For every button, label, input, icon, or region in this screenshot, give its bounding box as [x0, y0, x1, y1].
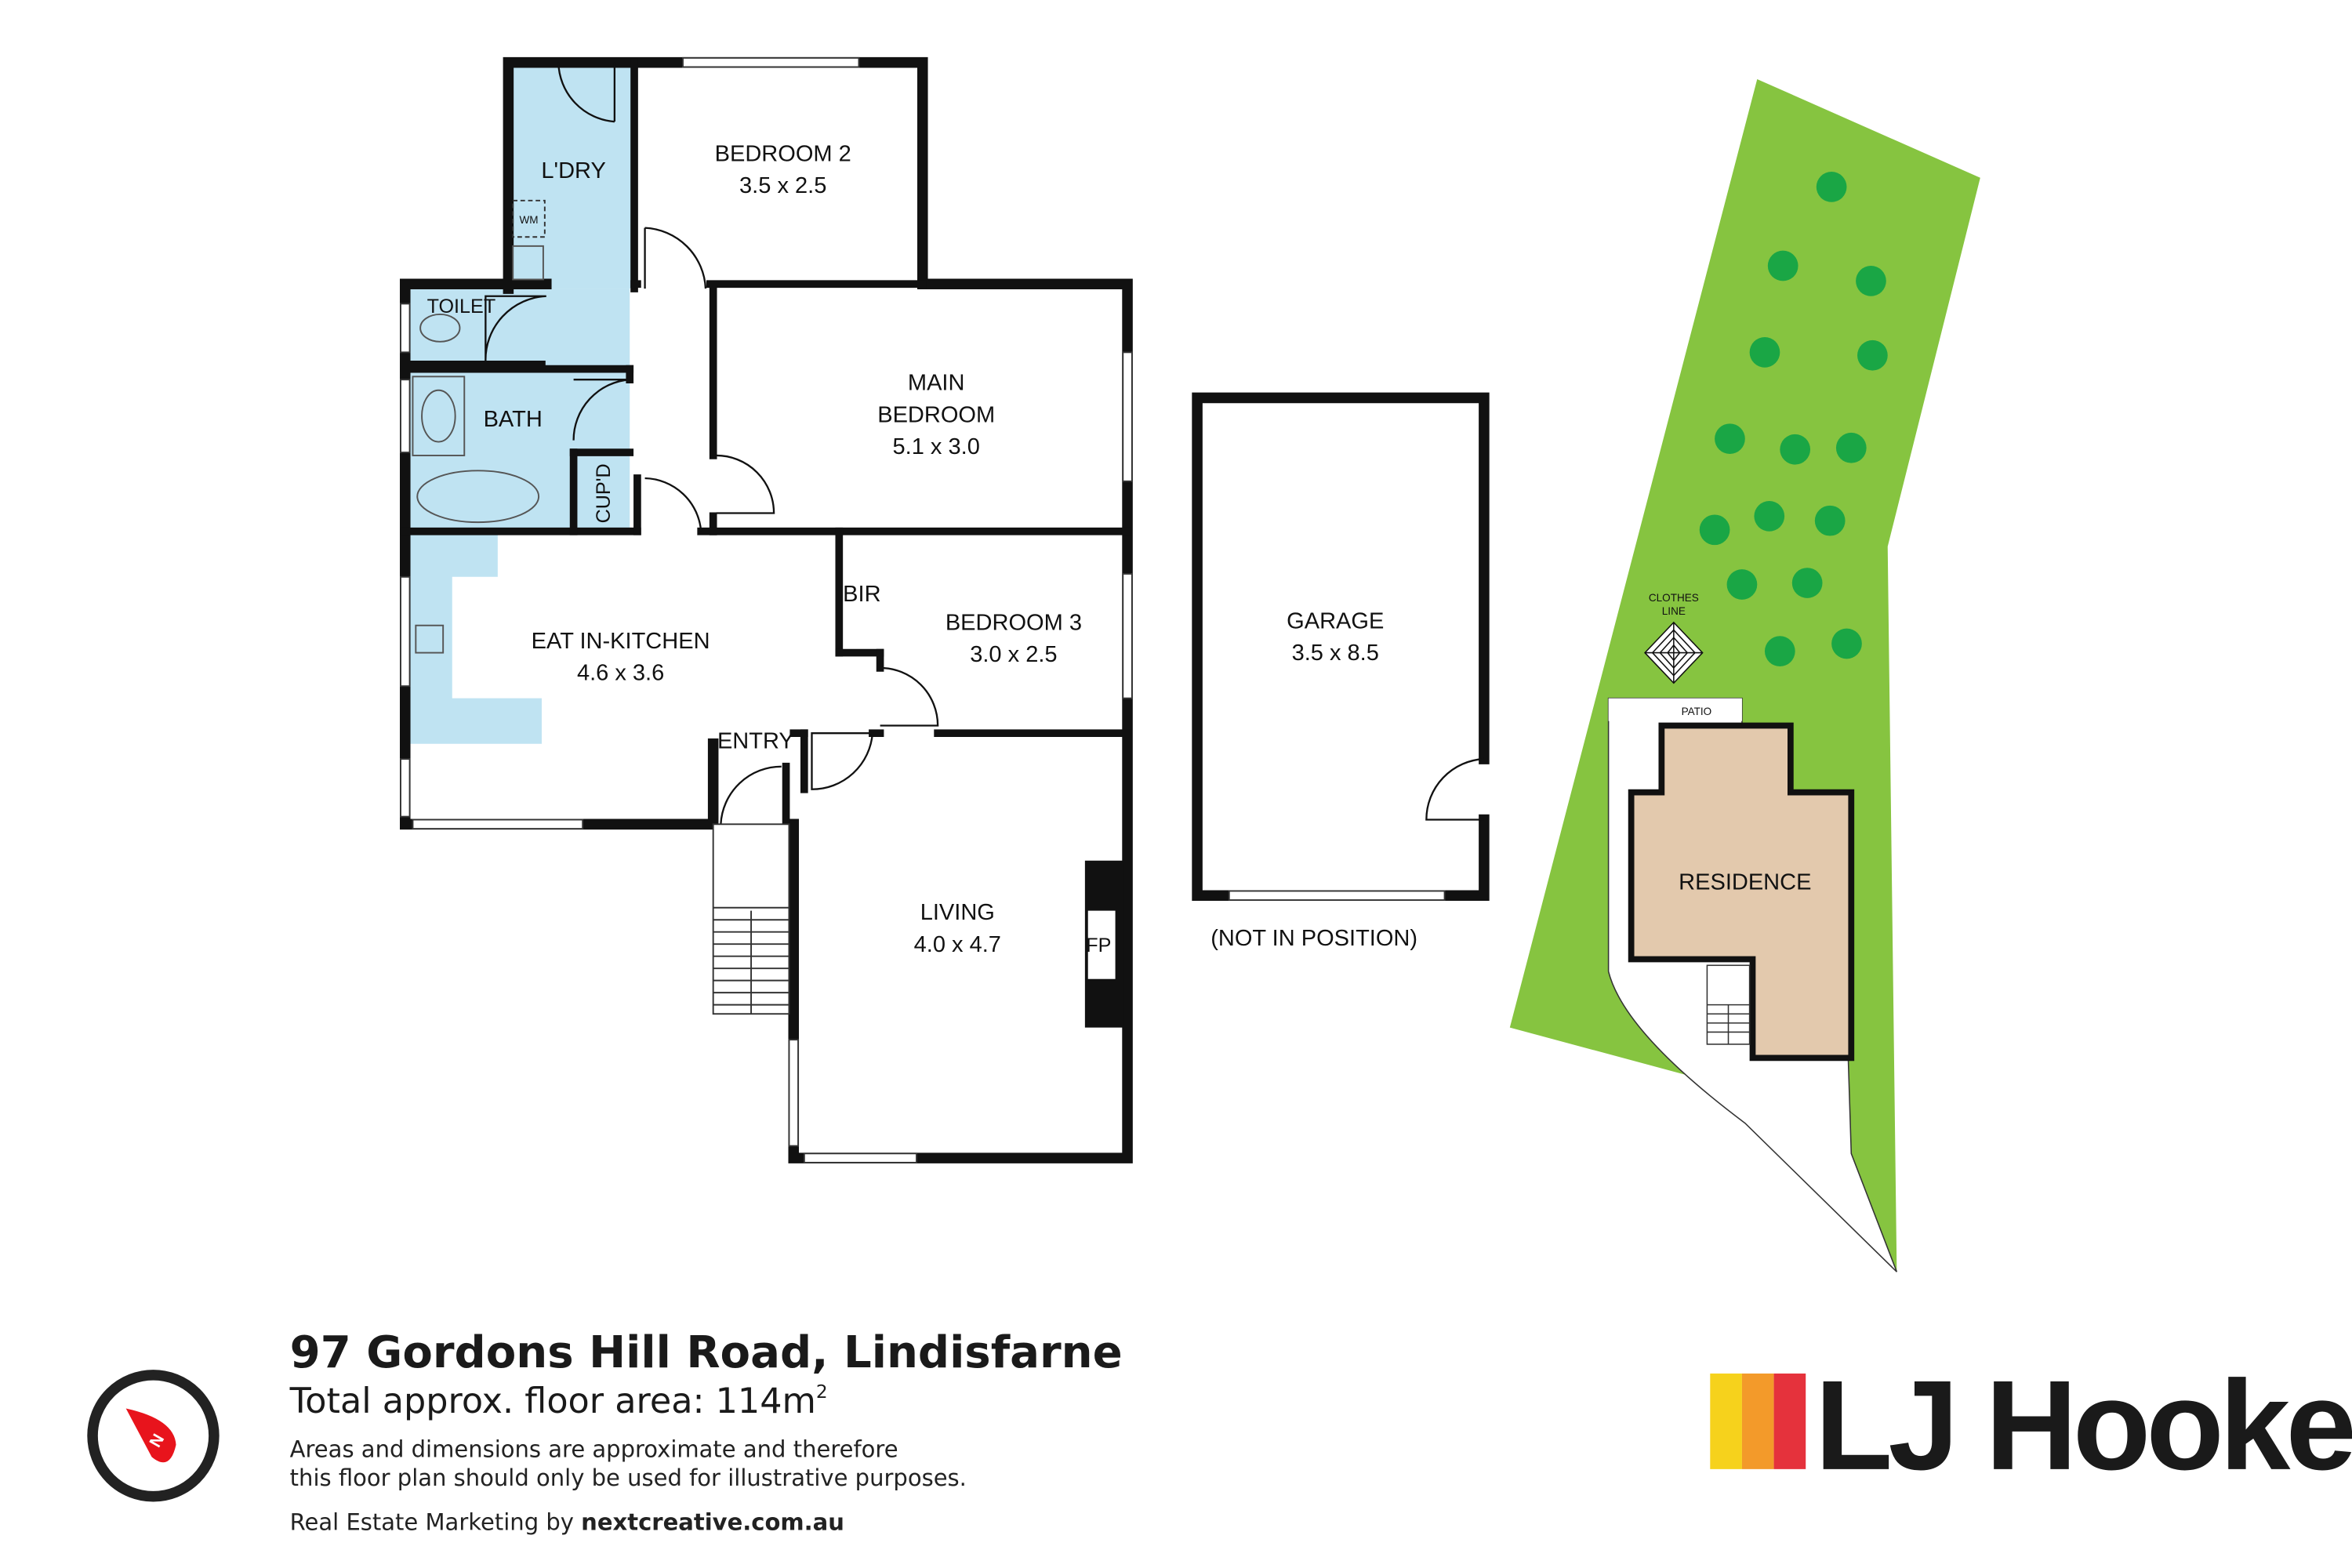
garage-label: GARAGE	[1287, 609, 1384, 634]
tree	[1715, 423, 1745, 455]
wm-label: WM	[519, 214, 538, 226]
tree	[1764, 636, 1795, 666]
doors	[485, 62, 939, 825]
marketing-site-link[interactable]: nextcreative.com.au	[581, 1508, 844, 1535]
brand-name: LJ Hooker	[1815, 1355, 2352, 1497]
residence-label: RESIDENCE	[1679, 870, 1811, 895]
toilet-icon	[419, 313, 461, 343]
bedroom3-label: BEDROOM 3	[946, 611, 1082, 636]
bedroom2-size: 3.5 x 2.5	[739, 173, 826, 198]
windows	[400, 56, 1133, 1163]
site-stairs-icon	[1706, 964, 1751, 1045]
tree	[1780, 434, 1811, 465]
toilet-label: TOILET	[427, 296, 496, 318]
washing-machine-icon	[512, 199, 546, 238]
residence	[1628, 722, 1855, 1062]
kitchen-size: 4.6 x 3.6	[577, 660, 664, 685]
tree	[1835, 432, 1867, 463]
floor-area: Total approx. floor area: 114m2	[289, 1381, 828, 1421]
garage: GARAGE 3.5 x 8.5 (NOT IN POSITION)	[1192, 392, 1490, 951]
bedroom2-label: BEDROOM 2	[715, 141, 851, 166]
vanity-icon	[412, 376, 466, 456]
tree	[1754, 501, 1785, 532]
tree	[1767, 250, 1798, 281]
cupboard-label: CUP'D	[593, 463, 615, 523]
tree	[1726, 569, 1758, 600]
room-labels: L'DRY BEDROOM 2 3.5 x 2.5 TOILET BATH CU…	[427, 141, 1112, 956]
patio	[1608, 698, 1742, 721]
patio-label: PATIO	[1682, 706, 1712, 717]
garage-size: 3.5 x 8.5	[1292, 641, 1379, 666]
tree	[1791, 568, 1823, 598]
main-bedroom-size: 5.1 x 3.0	[893, 434, 980, 459]
floor-area-sup: 2	[816, 1381, 828, 1403]
laundry-label: L'DRY	[541, 158, 605, 183]
north-compass-icon: N	[87, 1370, 220, 1502]
clothes-line-label-2: LINE	[1662, 605, 1686, 617]
living-size: 4.0 x 4.7	[914, 932, 1001, 957]
tree	[1856, 266, 1886, 296]
fireplace-label: FP	[1086, 935, 1111, 956]
entry-label: ENTRY	[717, 729, 794, 754]
clothes-line-icon	[1643, 621, 1704, 684]
basin-icon	[421, 389, 456, 443]
fixtures: WM	[412, 199, 1123, 1028]
trees	[1699, 172, 1888, 666]
tree	[1699, 514, 1730, 546]
bathtub-icon	[416, 470, 540, 524]
kitchen-label: EAT IN-KITCHEN	[532, 629, 710, 654]
bath-label: BATH	[484, 407, 543, 432]
disclaimer-line2: this floor plan should only be used for …	[290, 1465, 967, 1491]
floor-area-text: Total approx. floor area: 114m	[289, 1381, 816, 1421]
tree	[1816, 172, 1847, 202]
house-walls	[400, 56, 1133, 1163]
garage-note: (NOT IN POSITION)	[1210, 926, 1417, 951]
sink-icon	[415, 624, 445, 654]
marketing-credit: Real Estate Marketing by nextcreative.co…	[290, 1508, 844, 1535]
address-title: 97 Gordons Hill Road, Lindisfarne	[290, 1327, 1123, 1378]
tree	[1814, 505, 1846, 536]
entry-stairs-icon	[712, 823, 790, 1015]
tree	[1857, 339, 1888, 371]
tree	[1831, 628, 1862, 659]
lj-hooker-logo: LJ Hooker	[1710, 1355, 2352, 1497]
clothes-line-label-1: CLOTHES	[1649, 592, 1699, 604]
tree	[1749, 337, 1780, 368]
site-plan: PATIO RESIDENCE CLOTHES LINE	[1509, 78, 1980, 1272]
main-bedroom-label-1: MAIN	[908, 371, 965, 396]
main-bedroom-label-2: BEDROOM	[877, 402, 995, 427]
disclaimer-line1: Areas and dimensions are approximate and…	[290, 1436, 898, 1462]
bedroom3-size: 3.0 x 2.5	[970, 642, 1057, 667]
laundry-tub-icon	[512, 245, 544, 281]
living-label: LIVING	[920, 900, 995, 925]
bir-label: BIR	[843, 582, 880, 607]
marketing-prefix: Real Estate Marketing by	[290, 1508, 581, 1535]
